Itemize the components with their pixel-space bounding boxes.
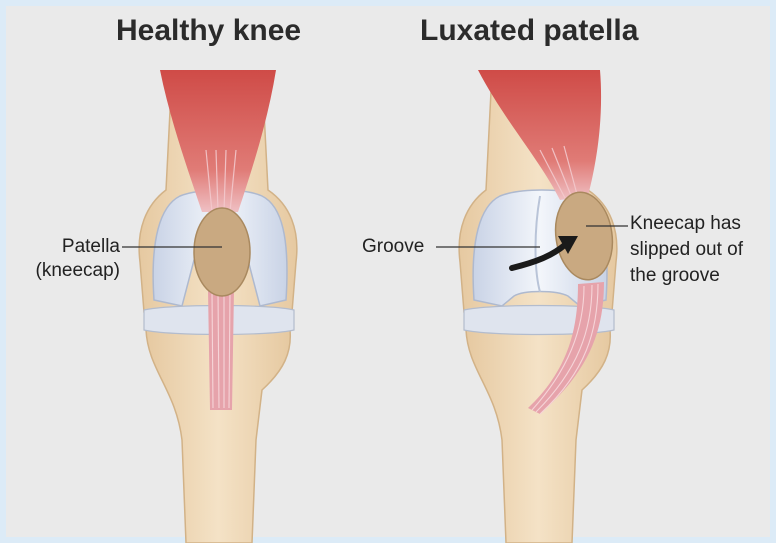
patella-label-line1: Patella — [26, 235, 120, 259]
patella-bone — [194, 208, 250, 296]
luxated-patella-title: Luxated patella — [420, 14, 638, 48]
kneecap-label-line3: the groove — [630, 263, 743, 289]
tibia-bone-right — [466, 330, 610, 543]
healthy-knee — [122, 70, 297, 543]
kneecap-label-line2: slipped out of — [630, 237, 743, 263]
patella-label: Patella (kneecap) — [26, 235, 120, 283]
groove-label: Groove — [362, 235, 424, 259]
patella-label-line2: (kneecap) — [26, 259, 120, 283]
healthy-knee-title: Healthy knee — [116, 14, 301, 48]
luxated-knee — [436, 70, 628, 543]
kneecap-label-line1: Kneecap has — [630, 211, 743, 237]
kneecap-label: Kneecap has slipped out of the groove — [630, 211, 743, 289]
